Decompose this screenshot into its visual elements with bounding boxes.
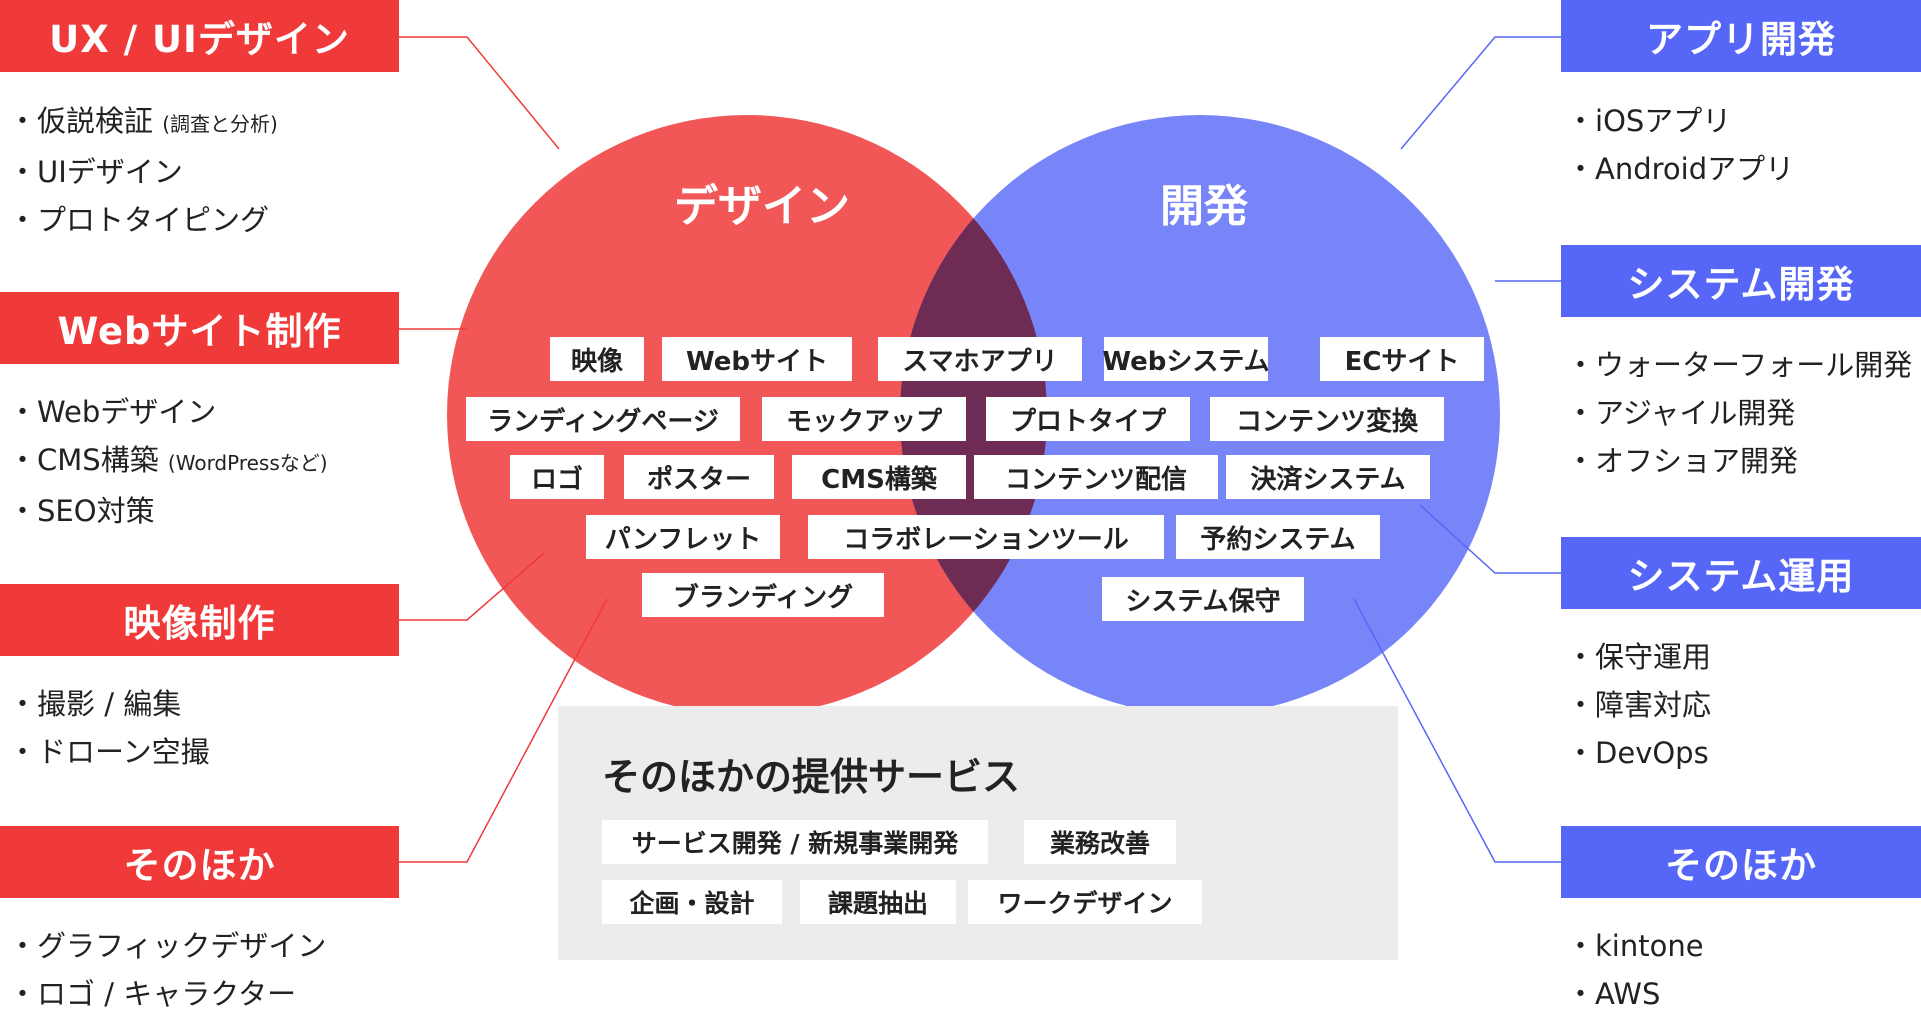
other-services-title: そのほかの提供サービス xyxy=(602,755,1021,799)
tag-system-maintenance: システム保守 xyxy=(1102,577,1304,621)
develop-circle xyxy=(900,115,1500,715)
tag-mockup: モックアップ xyxy=(762,397,966,441)
svc-tag-service-development: サービス開発 / 新規事業開発 xyxy=(602,820,988,864)
category-system-operation: システム運用 xyxy=(1561,537,1921,609)
tag-content-delivery: コンテンツ配信 xyxy=(974,455,1218,499)
system-ops-items: 保守運用 障害対応 DevOps xyxy=(1566,633,1711,777)
list-item: グラフィックデザイン xyxy=(8,922,326,970)
connector-other-left xyxy=(399,598,608,863)
list-item: DevOps xyxy=(1566,729,1711,777)
design-circle xyxy=(447,115,1047,715)
list-item: iOSアプリ xyxy=(1566,97,1794,145)
tag-prototype: プロトタイプ xyxy=(986,397,1190,441)
list-item: 障害対応 xyxy=(1566,681,1711,729)
system-dev-items: ウォーターフォール開発 アジャイル開発 オフショア開発 xyxy=(1566,341,1912,485)
tag-content-conversion: コンテンツ変換 xyxy=(1210,397,1444,441)
other-services-panel: そのほかの提供サービス サービス開発 / 新規事業開発 業務改善 企画・設計 課… xyxy=(558,706,1398,960)
tag-landing-page: ランディングページ xyxy=(466,397,740,441)
connector-app xyxy=(1400,36,1561,150)
category-web-site: Webサイト制作 xyxy=(0,292,399,364)
category-app-development: アプリ開発 xyxy=(1561,0,1921,72)
category-other-right: そのほか xyxy=(1561,826,1921,898)
list-item: AWS xyxy=(1566,970,1704,1018)
tag-video: 映像 xyxy=(550,337,644,381)
list-item: Webデザイン xyxy=(8,388,328,436)
tag-collaboration-tool: コラボレーションツール xyxy=(808,515,1164,559)
svc-tag-business-improvement: 業務改善 xyxy=(1024,820,1176,864)
category-title: システム開発 xyxy=(1627,263,1855,306)
svc-tag-issue-extraction: 課題抽出 xyxy=(800,880,956,924)
app-items: iOSアプリ Androidアプリ xyxy=(1566,97,1794,193)
category-title: Webサイト制作 xyxy=(57,310,342,353)
list-item: ウォーターフォール開発 xyxy=(1566,341,1912,389)
tag-smartphone-app: スマホアプリ xyxy=(878,337,1082,381)
category-title: そのほか xyxy=(1665,844,1817,887)
category-title: システム運用 xyxy=(1627,555,1855,598)
category-title: UX / UIデザイン xyxy=(49,18,350,61)
list-item: UIデザイン xyxy=(8,148,278,196)
tag-poster: ポスター xyxy=(624,455,774,499)
category-title: 映像制作 xyxy=(123,602,276,645)
video-items: 撮影 / 編集 ドローン空撮 xyxy=(8,680,210,776)
category-other-left: そのほか xyxy=(0,826,399,898)
tag-cms-build: CMS構築 xyxy=(792,455,966,499)
develop-circle-title: 開発 xyxy=(1160,181,1248,232)
svc-tag-planning-design: 企画・設計 xyxy=(602,880,782,924)
connector-other-right xyxy=(1353,598,1561,863)
item-note: (調査と分析) xyxy=(162,112,278,136)
category-title: そのほか xyxy=(123,844,276,887)
other-right-items: kintone AWS xyxy=(1566,922,1704,1018)
tag-branding: ブランディング xyxy=(642,573,884,617)
list-item: SEO対策 xyxy=(8,487,328,535)
list-item: アジャイル開発 xyxy=(1566,389,1912,437)
list-item: 保守運用 xyxy=(1566,633,1711,681)
tag-logo: ロゴ xyxy=(510,455,604,499)
design-circle-title: デザイン xyxy=(674,181,850,232)
list-item: Androidアプリ xyxy=(1566,145,1794,193)
list-item: 撮影 / 編集 xyxy=(8,680,210,728)
connector-ux xyxy=(399,36,560,150)
list-item: kintone xyxy=(1566,922,1704,970)
tag-pamphlet: パンフレット xyxy=(586,515,780,559)
category-title: アプリ開発 xyxy=(1646,18,1836,61)
list-item: プロトタイピング xyxy=(8,196,278,244)
other-left-items: グラフィックデザイン ロゴ / キャラクター xyxy=(8,922,326,1018)
web-site-items: Webデザイン CMS構築 (WordPressなど) SEO対策 xyxy=(8,388,328,535)
list-item: CMS構築 (WordPressなど) xyxy=(8,436,328,487)
ux-ui-items: 仮説検証 (調査と分析) UIデザイン プロトタイピング xyxy=(8,97,278,244)
item-note: (WordPressなど) xyxy=(167,451,328,475)
connector-lines xyxy=(399,36,1561,863)
list-item: オフショア開発 xyxy=(1566,437,1912,485)
tag-payment-system: 決済システム xyxy=(1226,455,1430,499)
tag-web-system: Webシステム xyxy=(1102,337,1270,381)
svc-tag-work-design: ワークデザイン xyxy=(968,880,1202,924)
tag-reservation-system: 予約システム xyxy=(1176,515,1380,559)
category-system-development: システム開発 xyxy=(1561,245,1921,317)
category-video: 映像制作 xyxy=(0,584,399,656)
category-ux-ui-design: UX / UIデザイン xyxy=(0,0,399,72)
tag-ec-site: ECサイト xyxy=(1320,337,1484,381)
list-item: ドローン空撮 xyxy=(8,728,210,776)
list-item: ロゴ / キャラクター xyxy=(8,970,326,1018)
list-item: 仮説検証 (調査と分析) xyxy=(8,97,278,148)
tag-website: Webサイト xyxy=(662,337,852,381)
